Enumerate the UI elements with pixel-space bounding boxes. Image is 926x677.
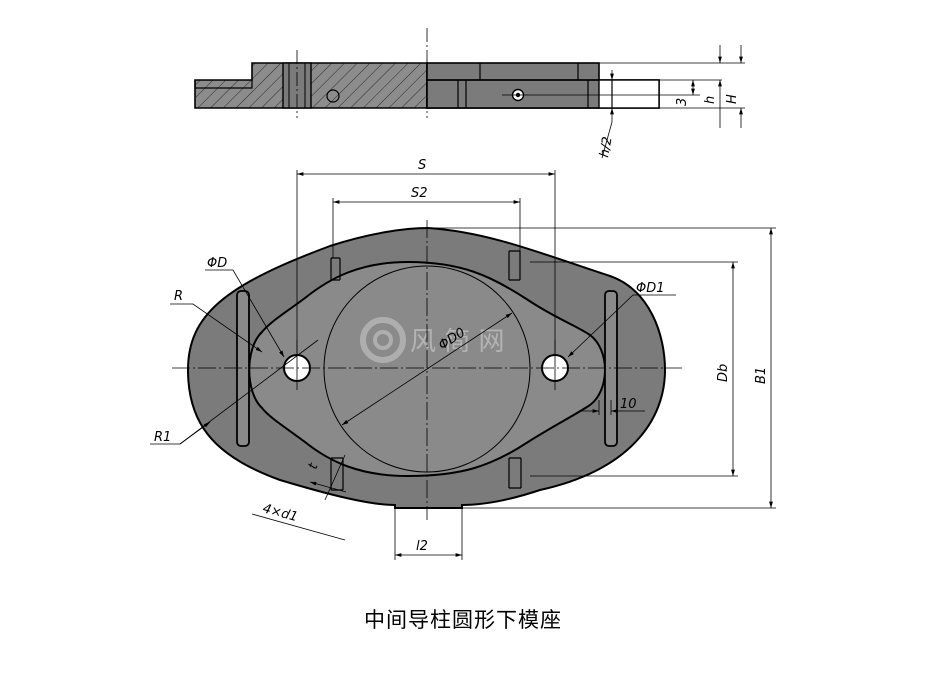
right-slot bbox=[604, 290, 618, 447]
dim-h: h bbox=[703, 96, 718, 104]
dim-D: ΦD bbox=[207, 256, 227, 271]
left-slot bbox=[236, 290, 250, 447]
dim-B1: B1 bbox=[754, 367, 769, 384]
dim-t: t bbox=[306, 461, 322, 472]
drawing-caption: 中间导柱圆形下模座 bbox=[364, 608, 562, 632]
dim-H: H bbox=[725, 94, 740, 104]
dim-10: 10 bbox=[620, 397, 637, 412]
plan-dimensions bbox=[150, 170, 776, 560]
dim-h-half: h/2 bbox=[597, 136, 615, 159]
dim-S: S bbox=[418, 158, 426, 173]
dim-l2: l2 bbox=[416, 539, 428, 554]
dim-D1: ΦD1 bbox=[636, 281, 665, 296]
dim-Db: Db bbox=[716, 364, 731, 382]
dim-3: 3 bbox=[675, 98, 690, 106]
side-section-view: 3 h H h/2 bbox=[194, 28, 745, 159]
dim-S2: S2 bbox=[411, 186, 428, 201]
plan-view: 风 简 网 ΦD0 bbox=[172, 220, 682, 520]
dim-R1: R1 bbox=[154, 430, 171, 445]
dim-R: R bbox=[174, 289, 183, 304]
